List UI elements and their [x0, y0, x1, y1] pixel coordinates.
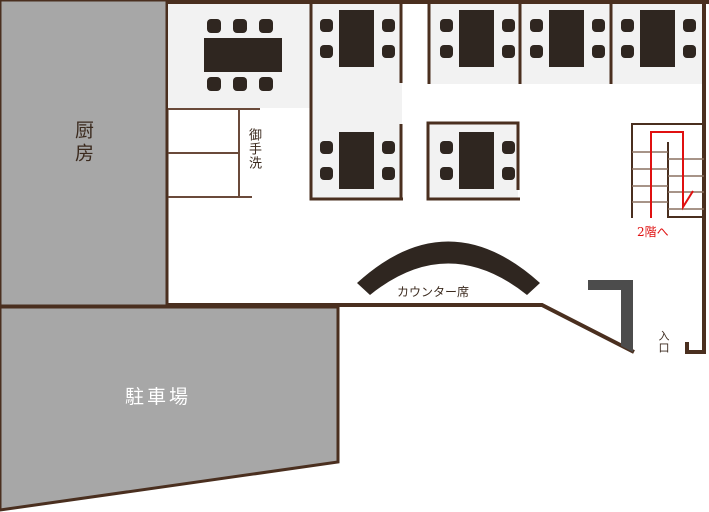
kitchen-area	[0, 0, 169, 308]
table	[549, 10, 584, 67]
table	[459, 132, 494, 189]
chair	[440, 19, 453, 32]
chair	[621, 45, 634, 58]
chair	[502, 19, 515, 32]
chair	[382, 141, 395, 154]
chair	[683, 45, 696, 58]
chair	[502, 167, 515, 180]
chair	[440, 141, 453, 154]
chair	[382, 45, 395, 58]
chair	[530, 45, 543, 58]
walls	[166, 0, 709, 354]
counter-label: カウンター席	[397, 285, 470, 299]
chair	[382, 167, 395, 180]
chair	[592, 19, 605, 32]
counter	[357, 241, 540, 295]
table	[459, 10, 494, 67]
parking-label: 駐車場	[125, 386, 192, 408]
chair	[320, 141, 333, 154]
chair	[320, 45, 333, 58]
table	[640, 10, 675, 67]
chair	[382, 19, 395, 32]
restroom-walls	[168, 108, 260, 198]
kitchen-label: 厨房	[72, 120, 94, 166]
chair	[530, 19, 543, 32]
stairs-label: 2階へ	[637, 225, 669, 239]
private-room	[168, 4, 310, 108]
chair	[440, 167, 453, 180]
restroom-label: 御手洗	[246, 128, 261, 170]
stairs-arrow-icon	[650, 131, 694, 218]
chair	[621, 19, 634, 32]
table	[204, 38, 282, 72]
table	[339, 10, 374, 67]
staircase	[631, 123, 704, 218]
chair	[440, 45, 453, 58]
entrance-label: 入口	[657, 330, 670, 354]
chair	[320, 19, 333, 32]
entrance-wall	[588, 280, 633, 352]
booth-tables	[320, 10, 696, 189]
chair	[683, 19, 696, 32]
chair	[502, 45, 515, 58]
chair	[502, 141, 515, 154]
chair	[320, 167, 333, 180]
table	[339, 132, 374, 189]
chair	[592, 45, 605, 58]
